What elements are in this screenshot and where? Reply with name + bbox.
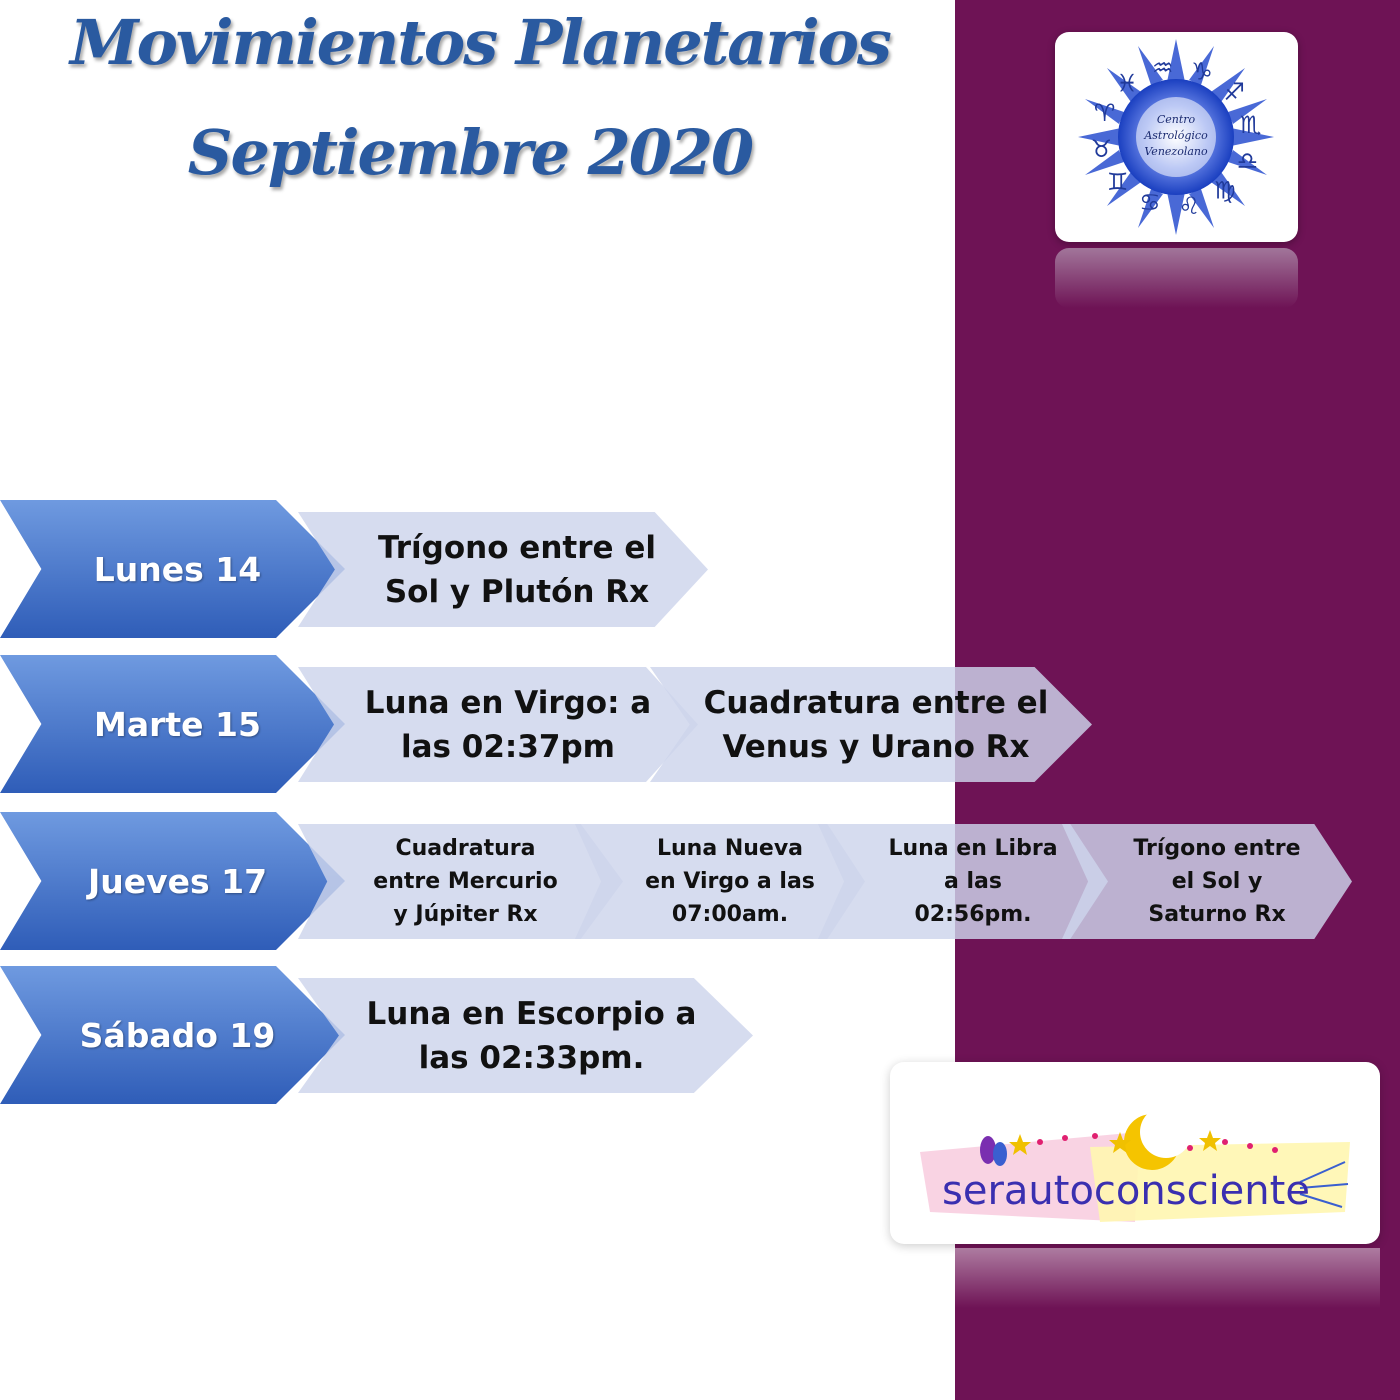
- event-line: Saturno Rx: [1148, 902, 1286, 927]
- event-chevron: Cuadratura entre Mercurio y Júpiter Rx: [298, 824, 623, 939]
- event-chevron: Luna en Libra a las 02:56pm.: [818, 824, 1108, 939]
- event-line: las 02:33pm.: [418, 1039, 645, 1076]
- zodiac-glyph-icon: ♊: [1107, 168, 1129, 196]
- brand-logo: serautoconsciente: [920, 1106, 1350, 1222]
- event-line: en Virgo a las: [645, 869, 815, 894]
- zodiac-glyph-icon: ♋: [1139, 189, 1161, 217]
- zodiac-glyph-icon: ♈: [1094, 99, 1116, 127]
- day-chevron-marte: Marte 15: [0, 655, 345, 793]
- event-line: y Júpiter Rx: [393, 902, 538, 927]
- event-line: las 02:37pm: [401, 728, 615, 765]
- brand-reflection: [955, 1248, 1380, 1308]
- zodiac-wheel-icon: Centro Astrológico Venezolano ♒ ♑ ♐ ♏ ♎♍ ♌ ♋ ♊ ♉…: [1078, 39, 1274, 235]
- event-line: el Sol y: [1171, 869, 1263, 894]
- title-line-1: Movimientos Planetarios: [70, 6, 892, 79]
- day-label: Sábado 19: [79, 1015, 276, 1055]
- event-line: Luna en Virgo: a: [364, 684, 652, 721]
- brand-card: serautoconsciente: [890, 1062, 1380, 1244]
- zodiac-glyph-icon: ♎: [1237, 147, 1259, 175]
- event-line: entre Mercurio: [373, 869, 558, 894]
- event-line: 07:00am.: [671, 902, 789, 927]
- event-line: Luna en Libra: [888, 836, 1058, 861]
- day-chevron-sabado: Sábado 19: [0, 966, 345, 1104]
- event-line: Sol y Plutón Rx: [384, 573, 650, 610]
- event-line: Cuadratura: [395, 836, 536, 861]
- day-label: Lunes 14: [93, 549, 262, 589]
- zodiac-glyph-icon: ♑: [1191, 57, 1213, 85]
- logo-text-2: Astrológico: [1143, 129, 1208, 142]
- logo-card: Centro Astrológico Venezolano ♒ ♑ ♐ ♏ ♎♍ ♌ ♋ ♊ ♉…: [1055, 32, 1298, 242]
- event-line: Luna Nueva: [656, 836, 804, 861]
- zodiac-glyph-icon: ♐: [1223, 78, 1245, 106]
- zodiac-glyph-icon: ♏: [1240, 111, 1262, 139]
- brand-text: serautoconsciente: [942, 1168, 1310, 1214]
- butterfly-icon: [980, 1136, 1007, 1166]
- event-line: a las: [944, 869, 1002, 894]
- day-chevron-lunes: Lunes 14: [0, 500, 345, 638]
- zodiac-glyph-icon: ♌: [1178, 192, 1200, 220]
- day-chevron-jueves: Jueves 17: [0, 812, 345, 950]
- zodiac-glyph-icon: ♍: [1214, 177, 1236, 205]
- event-line: Trígono entre: [1133, 836, 1301, 861]
- event-chevron: Trígono entre el Sol y Plutón Rx: [298, 512, 708, 627]
- event-line: Luna en Escorpio a: [366, 995, 697, 1032]
- zodiac-glyph-icon: ♓: [1116, 69, 1138, 97]
- event-line: Trígono entre el: [378, 529, 656, 566]
- moon-icon: [1124, 1106, 1192, 1170]
- day-label: Marte 15: [94, 704, 261, 744]
- event-chevron: Trígono entre el Sol y Saturno Rx: [1062, 824, 1352, 939]
- event-chevron: Luna en Escorpio a las 02:33pm.: [298, 978, 753, 1093]
- event-chevron: Luna Nueva en Virgo a las 07:00am.: [575, 824, 865, 939]
- title-line-2: Septiembre 2020: [187, 116, 754, 189]
- event-line: 02:56pm.: [914, 902, 1032, 927]
- logo-reflection: [1055, 248, 1298, 308]
- logo-text-1: Centro: [1157, 113, 1196, 126]
- star-icon: [1037, 1133, 1278, 1153]
- event-line: Venus y Urano Rx: [722, 728, 1030, 765]
- day-label: Jueves 17: [87, 861, 268, 901]
- event-chevron: Cuadratura entre el Venus y Urano Rx: [650, 667, 1092, 782]
- zodiac-glyph-icon: ♉: [1090, 135, 1112, 163]
- logo-text-3: Venezolano: [1144, 145, 1208, 158]
- zodiac-glyph-icon: ♒: [1152, 54, 1174, 82]
- event-line: Cuadratura entre el: [703, 684, 1049, 721]
- event-chevron: Luna en Virgo: a las 02:37pm: [298, 667, 698, 782]
